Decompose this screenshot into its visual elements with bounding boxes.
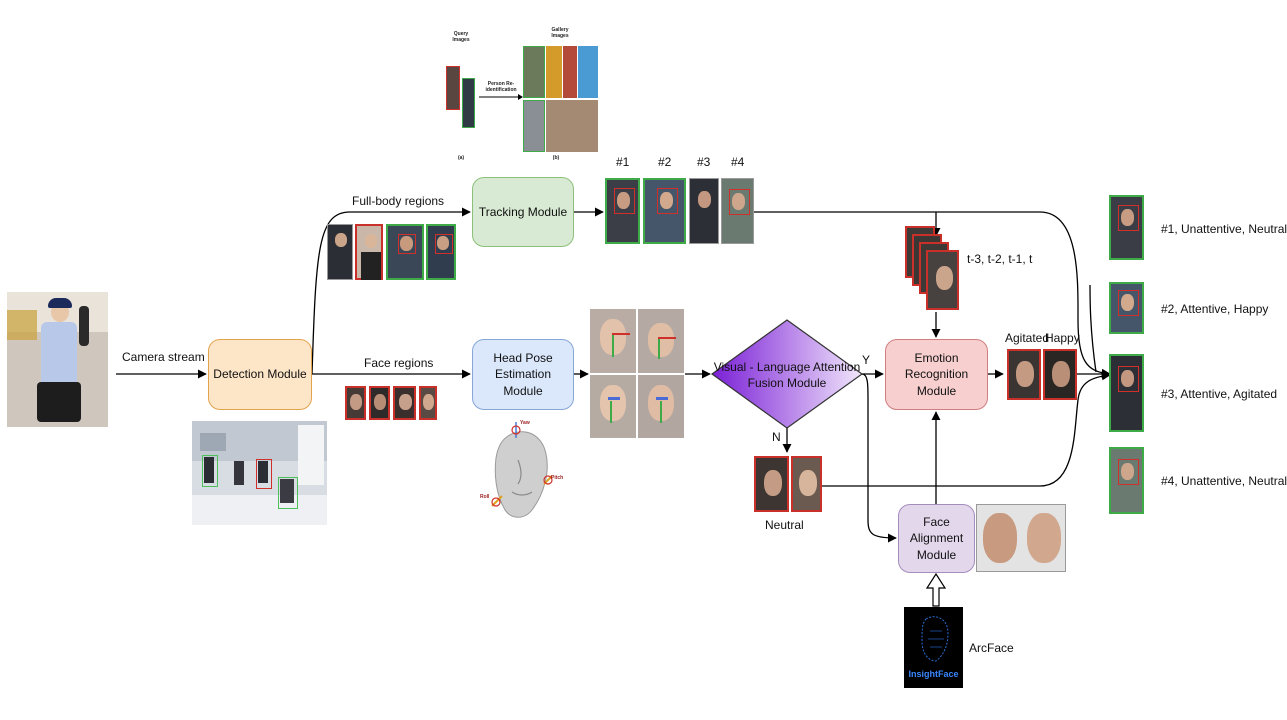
output-person-3 [1109,354,1144,432]
full-body-crop-2 [355,224,383,280]
neutral-face-1 [754,456,789,512]
fusion-diamond [710,319,864,429]
reid-gallery-image-4 [578,46,598,98]
reid-a-label: (a) [457,155,465,161]
full-body-regions-label: Full-body regions [352,194,445,208]
arcface-label: ArcFace [969,641,1014,655]
reid-gallery-label: Gallery Images [551,27,569,39]
head-pose-face-3 [590,375,636,438]
arrow-arcface-to-facealign [925,572,947,607]
face-alignment-module: Face Alignment Module [898,504,975,573]
reid-gallery-image-2 [546,46,562,98]
reid-gallery-image-6 [546,100,598,152]
track-id-1: #1 [616,155,630,169]
fusion-module-label: Visual - Language Attention Fusion Modul… [713,359,861,390]
track-id-3: #3 [697,155,711,169]
reid-gallery-image-5 [523,100,545,152]
yaw-axis-label: Yaw [520,420,530,426]
yes-label: Y [862,353,871,367]
no-label: N [772,430,781,444]
pitch-axis-label: Pitch [551,475,564,481]
output-person-1 [1109,195,1144,260]
insightface-brand-text: InsightFace [908,669,959,679]
track-id-4: #4 [731,155,745,169]
agitated-label: Agitated [1005,331,1050,345]
track-crop-4 [721,178,754,244]
tracking-module: Tracking Module [472,177,574,247]
classroom-image [192,421,327,525]
head-pose-estimation-module: Head Pose Estimation Module [472,339,574,410]
neutral-face-2 [791,456,822,512]
head-pose-face-2 [638,309,684,373]
line-out1-to-output [1089,284,1097,373]
output-person-4 [1109,447,1144,514]
reid-b-label: (b) [552,155,560,161]
face-crop-3 [393,386,416,420]
reid-arrow-label: Person Re-identification [485,81,517,93]
head-mesh-illustration [491,422,553,518]
reid-query-label: Query Images [452,31,470,43]
line-fusion-yes-to-facealign [861,373,897,543]
arrow-detection-to-tracking [311,207,471,375]
output-label-2: #2, Attentive, Happy [1161,302,1269,316]
detection-module: Detection Module [208,339,312,410]
neutral-label: Neutral [765,518,804,532]
robot-camera-image [7,292,108,427]
reid-gallery-image-1 [523,46,545,98]
face-regions-label: Face regions [364,356,434,370]
sequence-face-t [926,250,959,310]
track-crop-1 [605,178,640,244]
roll-axis-label: Roll [480,494,490,500]
emotion-recognition-module: Emotion Recognition Module [885,339,988,410]
aligned-faces-image [976,504,1066,572]
head-pose-face-1 [590,309,636,373]
face-crop-2 [369,386,390,420]
output-label-1: #1, Unattentive, Neutral [1161,222,1287,236]
output-label-4: #4, Unattentive, Neutral [1161,474,1287,488]
agitated-face [1007,349,1041,400]
track-crop-3 [689,178,719,244]
line-neutral-to-output [822,371,1111,487]
face-crop-1 [345,386,366,420]
insightface-logo: InsightFace [904,607,963,688]
happy-face [1043,349,1077,400]
reid-arrow [479,94,523,100]
full-body-crop-1 [327,224,353,280]
track-crop-2 [643,178,686,244]
time-steps-label: t-3, t-2, t-1, t [967,252,1033,266]
reid-query-image-2 [462,78,475,128]
track-id-2: #2 [658,155,672,169]
output-label-3: #3, Attentive, Agitated [1161,387,1278,401]
head-pose-face-4 [638,375,684,438]
full-body-crop-3 [386,224,424,280]
camera-stream-label: Camera stream [122,350,205,364]
output-person-2 [1109,282,1144,334]
full-body-crop-4 [426,224,456,280]
insightface-head-graphic [921,616,949,662]
reid-query-image-1 [446,66,460,110]
reid-gallery-image-3 [563,46,577,98]
face-crop-4 [419,386,437,420]
happy-label: Happy [1045,331,1080,345]
line-track-to-output [754,211,1111,378]
